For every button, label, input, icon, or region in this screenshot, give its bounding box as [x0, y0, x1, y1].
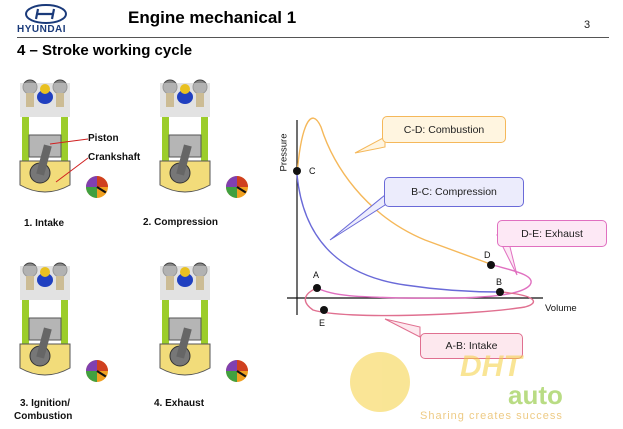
watermark-line2: auto: [508, 380, 563, 410]
y-axis-label: Pressure: [278, 133, 290, 172]
combustion-curve: [296, 117, 494, 266]
header-divider: [17, 37, 609, 38]
page-number: 3: [584, 19, 591, 31]
compression-pointer: [329, 193, 386, 241]
watermark-tagline: Sharing creates success: [420, 410, 563, 422]
engine-caption-exhaust: 4. Exhaust: [154, 398, 205, 409]
point-b-marker: [496, 288, 504, 296]
engine-combustion-illustration: [19, 262, 71, 376]
intake-callout: A-B: Intake: [420, 333, 523, 359]
engine-compression-illustration: [159, 79, 211, 193]
watermark-circle: [350, 352, 410, 412]
watermark-line1: DHT: [460, 350, 522, 383]
point-c-marker: [293, 167, 301, 175]
point-d-label: D: [484, 250, 491, 260]
hyundai-logo: [24, 4, 68, 29]
crankshaft-label: Crankshaft: [88, 152, 141, 163]
engine-caption-intake: 1. Intake: [24, 218, 65, 229]
x-axis-label: Volume: [545, 303, 577, 314]
combustion-callout: C-D: Combustion: [382, 116, 506, 143]
exhaust-curve: [316, 264, 532, 299]
point-a-label: A: [313, 270, 320, 280]
point-b-label: B: [496, 277, 503, 287]
piston-label: Piston: [88, 133, 119, 144]
intake-curve: [304, 287, 535, 317]
engine-caption-compression: 2. Compression: [143, 217, 219, 228]
point-e-marker: [320, 306, 328, 314]
point-c-label: C: [309, 166, 316, 176]
compression-callout: B-C: Compression: [384, 177, 524, 207]
exhaust-callout: D-E: Exhaust: [497, 220, 607, 247]
point-e-label: E: [319, 318, 326, 328]
point-a-marker: [313, 284, 321, 292]
section-title: 4 – Stroke working cycle: [17, 42, 193, 59]
label-leader-lines: [49, 138, 89, 183]
engine-caption-combustion-line1: 3. Ignition/: [20, 398, 70, 409]
engine-exhaust-illustration: [159, 262, 211, 376]
watermark-logo: DHT auto Sharing creates success: [350, 350, 620, 425]
point-d-marker: [487, 261, 495, 269]
page-title: Engine mechanical 1: [128, 8, 297, 27]
crank-dial-icon: [226, 360, 248, 382]
brand-name: HYUNDAI: [17, 24, 67, 35]
engine-caption-combustion-line2: Combustion: [14, 411, 73, 422]
intake-pointer: [384, 318, 421, 338]
crank-dial-icon: [226, 176, 248, 198]
crank-dial-icon: [86, 360, 108, 382]
compression-curve: [296, 174, 501, 293]
combustion-pointer: [354, 136, 386, 154]
